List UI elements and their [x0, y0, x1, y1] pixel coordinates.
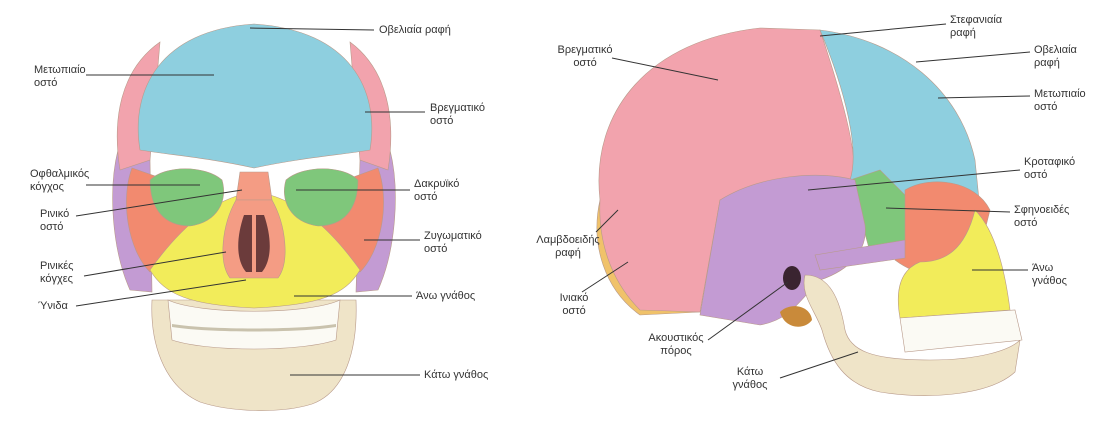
nasal-bone-front	[236, 172, 272, 200]
nasal-cavity	[223, 200, 285, 278]
ear-canal-hole	[783, 266, 801, 290]
label-lacrimal-bone-front: Δακρυϊκό οστό	[414, 178, 459, 204]
label-lower-jaw-front: Κάτω γνάθος	[424, 369, 488, 382]
label-nasal-conchae-front: Ρινικές κόγχες	[40, 260, 73, 286]
label-parietal-bone-front: Βρεγματικό οστό	[430, 102, 485, 128]
leader-coronal-side	[820, 24, 946, 36]
label-lower-jaw-side: Κάτω γνάθος	[722, 366, 778, 392]
label-sagittal-suture-side: Οβελιαία ραφή	[1034, 44, 1077, 70]
label-lambdoid-suture-side: Λαμβδοειδής ραφή	[526, 234, 610, 260]
label-nasal-bone-front: Ρινικό οστό	[40, 208, 69, 234]
leader-sagittal-side	[916, 52, 1030, 62]
label-frontal-bone-front: Μετωπιαίο οστό	[34, 64, 86, 90]
skull-front-view	[113, 24, 396, 411]
label-orbit-front: Οφθαλμικός κόγχος	[30, 168, 89, 194]
frontal-front	[138, 24, 372, 168]
label-sagittal-suture-front: Οβελιαία ραφή	[379, 24, 451, 37]
label-zygomatic-bone-front: Ζυγωματικό οστό	[424, 230, 482, 256]
label-coronal-suture-side: Στεφανιαία ραφή	[950, 14, 1002, 40]
leader-frontal-side	[938, 96, 1030, 98]
label-ear-canal-side: Ακουστικός πόρος	[640, 332, 712, 358]
label-sphenoid-bone-side: Σφηνοειδές οστό	[1014, 204, 1069, 230]
mastoid-process	[780, 306, 812, 327]
label-vomer-front: Ύνιδα	[38, 300, 68, 313]
label-temporal-bone-side: Κροταφικό οστό	[1024, 156, 1075, 182]
label-occipital-bone-side: Ινιακό οστό	[548, 292, 600, 318]
label-upper-jaw-front: Άνω γνάθος	[416, 290, 475, 303]
label-frontal-bone-side: Μετωπιαίο οστό	[1034, 88, 1086, 114]
label-upper-jaw-side: Άνω γνάθος	[1032, 262, 1067, 288]
label-parietal-bone-side: Βρεγματικό οστό	[552, 44, 618, 70]
temporal-side	[700, 175, 865, 325]
